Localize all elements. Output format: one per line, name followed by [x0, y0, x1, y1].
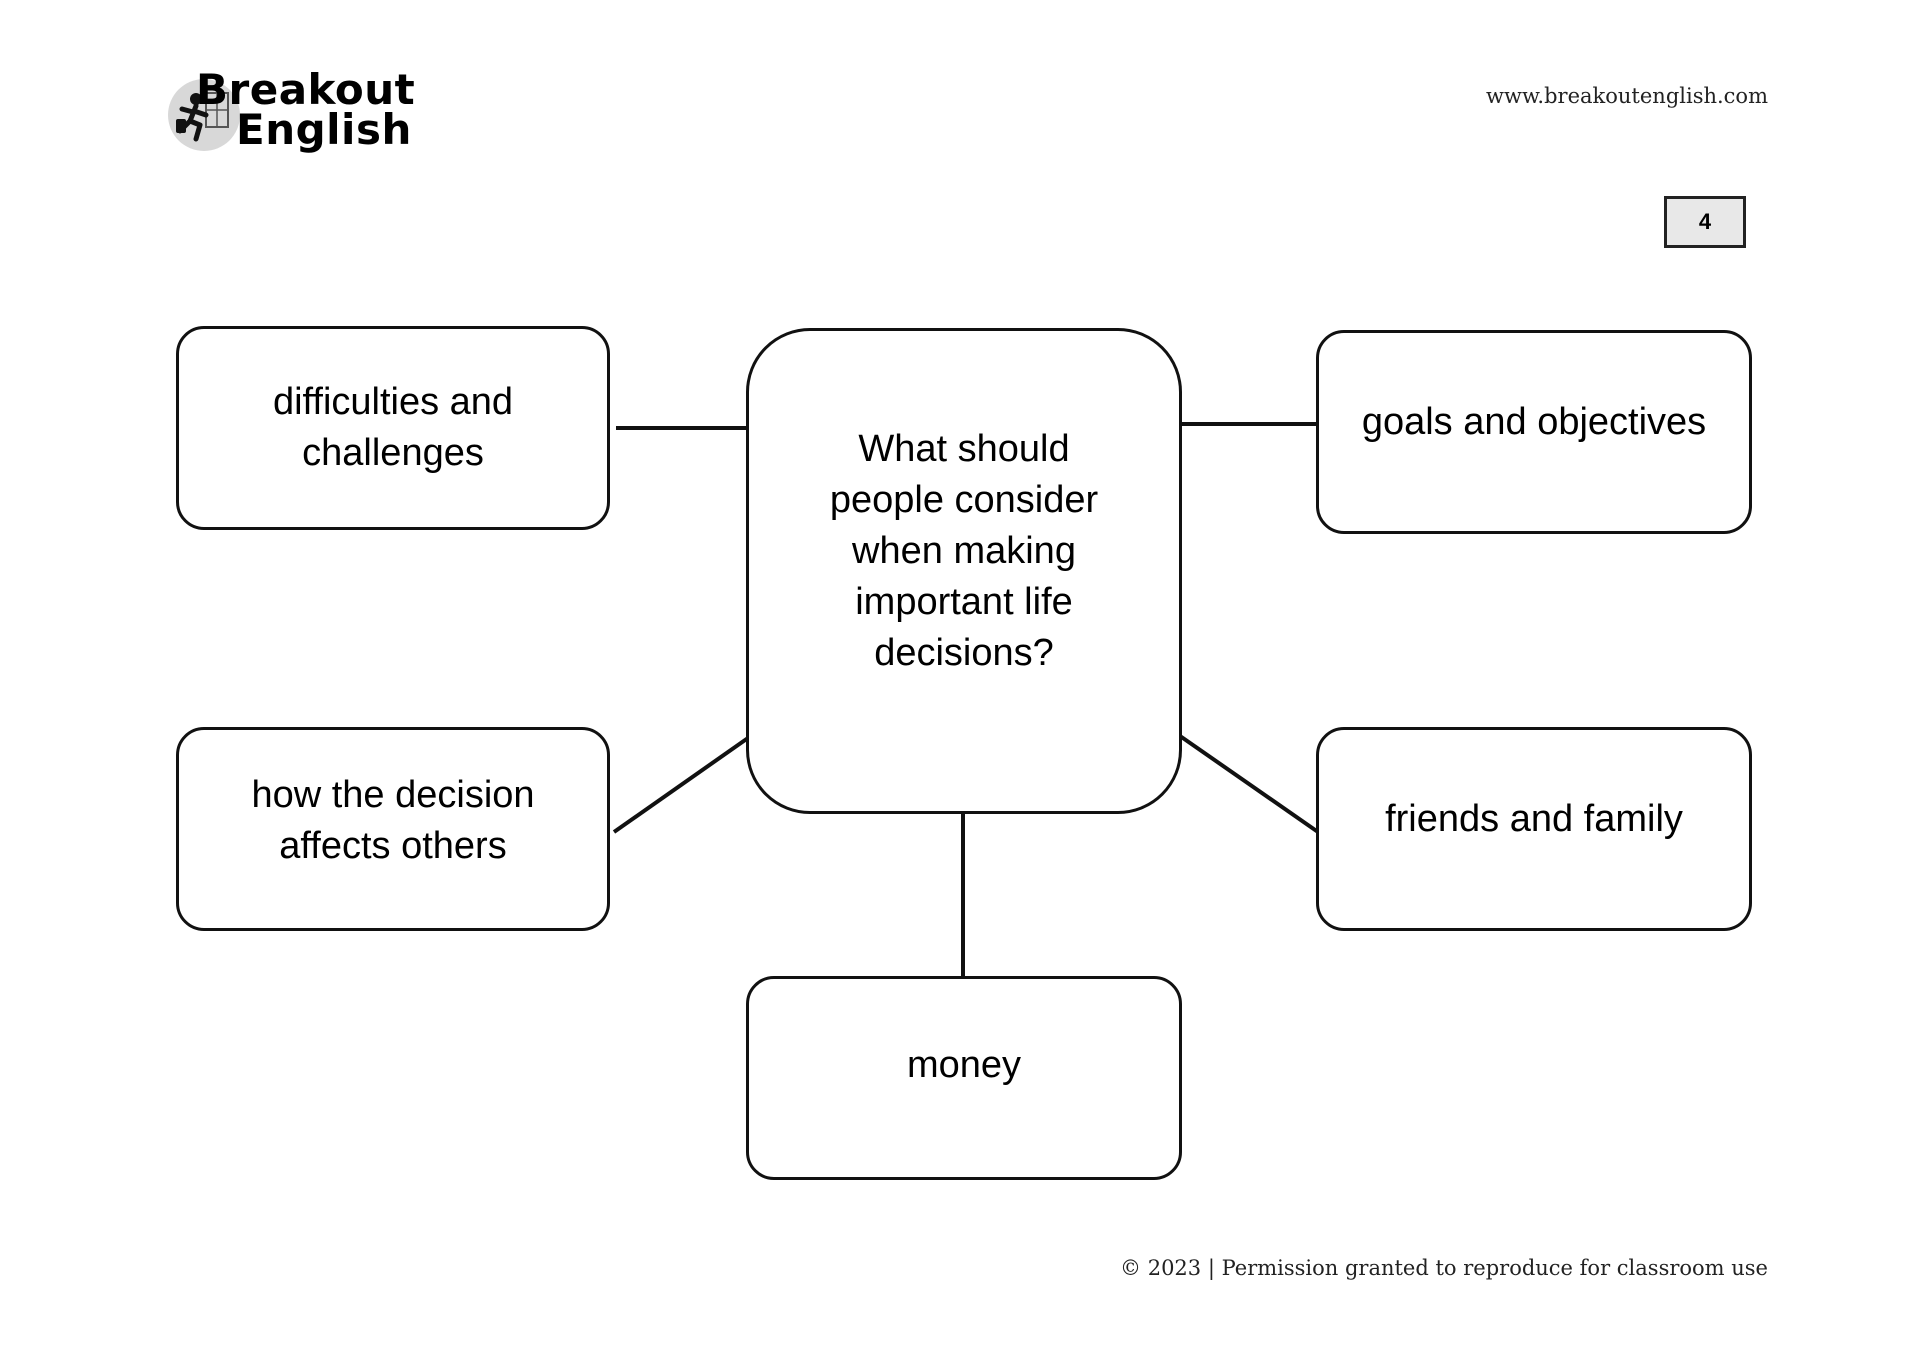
- topic-label: difficulties and challenges: [272, 381, 514, 474]
- topic-label: how the decision affects others: [251, 774, 535, 867]
- connector-bottom-right: [1178, 734, 1320, 834]
- topic-box-top-left: difficulties and challenges: [176, 326, 610, 530]
- copyright-notice: © 2023 | Permission granted to reproduce…: [1120, 1256, 1768, 1280]
- topic-label: friends and family: [1385, 797, 1683, 840]
- topic-label: goals and objectives: [1361, 400, 1707, 443]
- logo-wordmark: Breakout English: [192, 65, 416, 154]
- logo-line-english: English: [236, 105, 412, 154]
- breakout-english-logo: Breakout English: [166, 65, 426, 160]
- connector-bottom-left: [612, 736, 750, 834]
- topic-box-bottom-right: friends and family: [1316, 727, 1752, 931]
- logo-line-breakout: Breakout: [196, 65, 416, 114]
- running-man-logo-icon: [168, 79, 240, 151]
- central-question-box: What should people consider when making …: [746, 328, 1182, 814]
- topic-box-bottom: money: [746, 976, 1182, 1180]
- topic-box-bottom-left: how the decision affects others: [176, 727, 610, 931]
- site-url[interactable]: www.breakoutenglish.com: [1486, 84, 1768, 108]
- topic-label: money: [906, 1043, 1022, 1086]
- central-question: What should people consider when making …: [829, 427, 1099, 674]
- page-number-badge: 4: [1664, 196, 1746, 248]
- topic-box-top-right: goals and objectives: [1316, 330, 1752, 534]
